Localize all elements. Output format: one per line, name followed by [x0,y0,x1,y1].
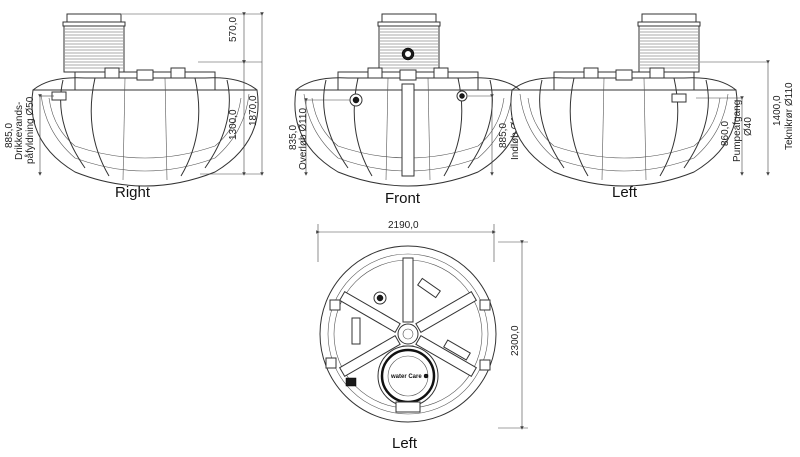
right-label-line2: påfyldning Ø50 [24,96,36,164]
dim-top-depth: 2300,0 [510,325,521,356]
dim-body-height: 1300,0 [228,109,239,140]
dim-riser-height: 570,0 [228,17,239,42]
left-riser [637,13,701,73]
front-caption: Front [385,190,421,207]
front-right-label: Indløb Ø110 [510,105,521,160]
top-marker [345,377,357,387]
right-view: 570,0 1300,0 1870,0 885,0 Drikkevands- p… [4,12,264,201]
right-caption: Right [115,184,151,201]
front-riser [377,13,441,73]
front-left-height: 835,0 [288,125,299,150]
left-tank-body [510,67,738,187]
left-pump-height: 860,0 [720,121,731,146]
right-tank-body [31,67,259,187]
left-view: 860,0 Pumpeafgang Ø40 1400,0 Teknikrør Ø… [510,13,795,201]
right-label-line1: Drikkevands- [14,102,25,160]
front-right-height: 885,0 [498,123,509,148]
left-pump-line2: Ø40 [743,117,754,136]
front-center-pipe [401,83,415,177]
left-pump-line1: Pumpeafgang [732,100,743,162]
front-left-label: Overløb Ø110 [298,108,309,170]
dim-top-width: 2190,0 [388,220,419,231]
top-panel [351,317,361,345]
top-panel [416,277,442,299]
logo-text: water Care [390,374,422,380]
left-caption: Left [612,184,638,201]
top-clamp [329,299,341,311]
top-clamp [325,357,337,369]
top-view: 2190,0 2300,0 [316,220,528,452]
front-view: 835,0 Overløb Ø110 885,0 Indløb Ø110 Fro… [288,13,522,207]
left-tech-height: 1400,0 [772,95,783,126]
top-clamp [479,359,491,371]
dim-total-height: 1870,0 [248,95,259,126]
top-panel [443,339,471,361]
right-riser [62,13,126,73]
top-caption: Left [392,435,418,452]
right-label-height: 885,0 [4,123,15,148]
right-pipe-stub [51,91,67,101]
left-tech-label: Teknikrør Ø110 [784,82,795,150]
top-outlet [395,401,421,413]
center-hub [397,323,419,345]
top-clamp [479,299,491,311]
